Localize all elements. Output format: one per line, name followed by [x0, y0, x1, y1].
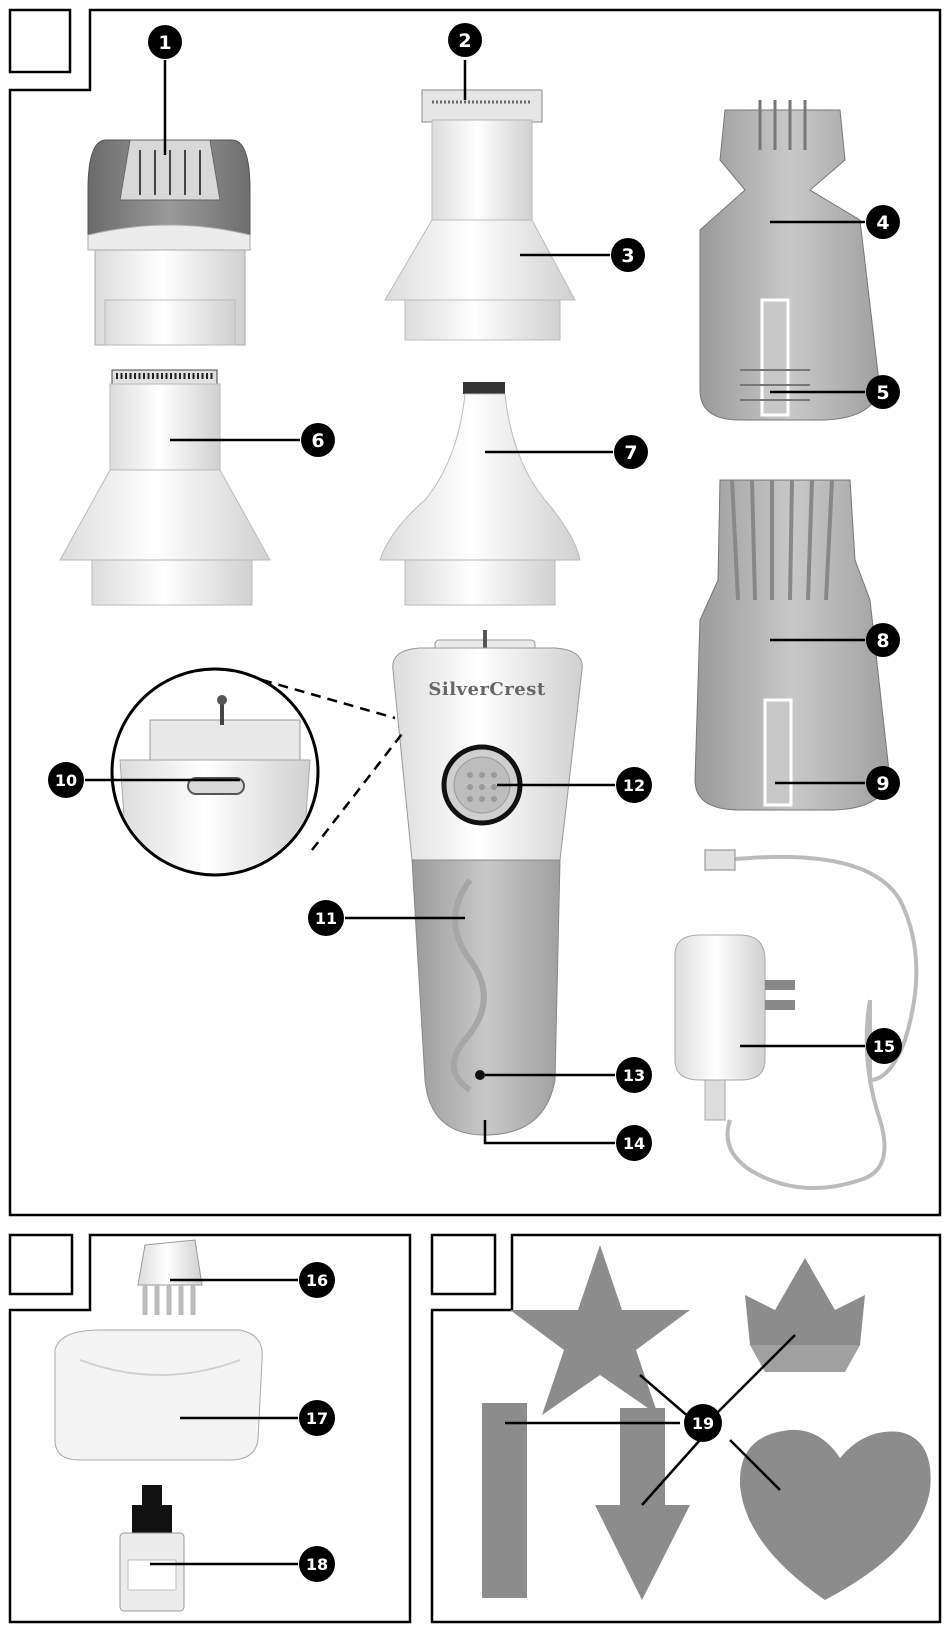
svg-text:16: 16	[306, 1271, 328, 1290]
svg-text:1: 1	[158, 32, 171, 54]
callout-3: 3	[611, 238, 645, 272]
callout-10: 10	[48, 762, 84, 798]
callout-11: 11	[308, 900, 344, 936]
zoom-detail	[112, 669, 405, 900]
svg-text:12: 12	[623, 776, 645, 795]
callout-6: 6	[301, 423, 335, 457]
callout-4: 4	[866, 205, 900, 239]
stencil-strip	[482, 1403, 527, 1598]
svg-text:3: 3	[621, 245, 634, 267]
cleaning-brush	[138, 1240, 202, 1315]
stencil-star	[510, 1245, 690, 1415]
stencil-heart	[740, 1430, 931, 1600]
panel-accessories-tab	[10, 1235, 72, 1294]
callout-12: 12	[616, 767, 652, 803]
svg-text:14: 14	[623, 1134, 645, 1153]
panel-main-tab	[10, 10, 70, 72]
svg-text:6: 6	[311, 430, 324, 452]
callout-2: 2	[448, 23, 482, 57]
svg-text:4: 4	[876, 212, 889, 234]
svg-text:11: 11	[315, 909, 337, 928]
epilator-head	[88, 140, 250, 345]
wide-trimmer-head	[60, 370, 270, 605]
charger-adapter	[675, 850, 916, 1188]
callout-7: 7	[614, 435, 648, 469]
svg-text:19: 19	[692, 1414, 714, 1433]
callout-13: 13	[616, 1057, 652, 1093]
charge-indicator	[475, 1070, 485, 1080]
stencil-crown	[745, 1258, 865, 1345]
shaver-head	[385, 90, 575, 340]
callout-9: 9	[866, 766, 900, 800]
svg-text:18: 18	[306, 1555, 328, 1574]
comb-attachment-short	[700, 100, 880, 420]
svg-text:10: 10	[55, 771, 77, 790]
callout-16: 16	[299, 1262, 335, 1298]
stencil-crown-shadow	[750, 1345, 860, 1372]
comb-attachment-long	[695, 480, 890, 810]
svg-text:2: 2	[458, 30, 471, 52]
svg-text:5: 5	[876, 382, 889, 404]
svg-text:9: 9	[876, 773, 889, 795]
svg-text:7: 7	[624, 442, 637, 464]
callout-18: 18	[299, 1546, 335, 1582]
svg-text:8: 8	[876, 630, 889, 652]
panel-stencils-tab	[432, 1235, 495, 1294]
brand-logo: SilverCrest	[428, 679, 545, 700]
handle-body: SilverCrest	[393, 630, 583, 1135]
svg-text:17: 17	[306, 1409, 328, 1428]
callout-5: 5	[866, 375, 900, 409]
callout-17: 17	[299, 1400, 335, 1436]
oil-bottle	[120, 1485, 184, 1611]
svg-text:15: 15	[873, 1037, 895, 1056]
callout-19: 19	[684, 1404, 722, 1442]
callout-14: 14	[616, 1125, 652, 1161]
storage-pouch	[55, 1330, 262, 1460]
callout-1: 1	[148, 25, 182, 59]
precision-trimmer-head	[380, 382, 580, 605]
svg-text:13: 13	[623, 1066, 645, 1085]
callout-8: 8	[866, 623, 900, 657]
callout-15: 15	[866, 1028, 902, 1064]
